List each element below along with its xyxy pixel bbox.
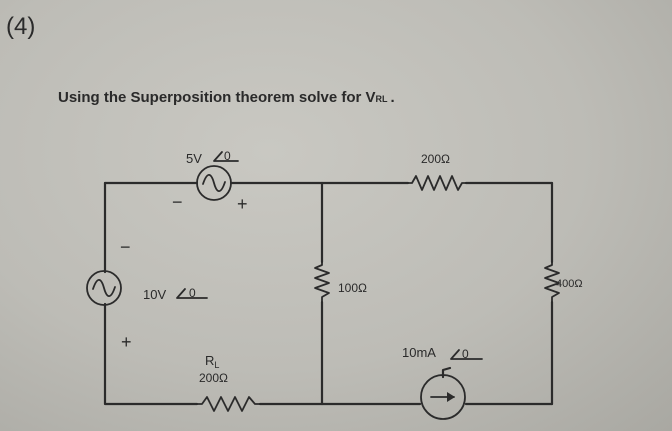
rl-subscript: L	[214, 360, 219, 370]
source-5v-angle: 0	[224, 149, 231, 163]
current-source-10ma: 10mA 0	[402, 345, 483, 420]
resistor-top-value: 200Ω	[421, 152, 450, 166]
ac-source-circle-5v	[196, 165, 232, 201]
source-10v-value: 10V	[143, 287, 166, 302]
source-10v-angle: 0	[189, 286, 196, 300]
resistor-mid-value: 100Ω	[338, 281, 367, 295]
resistor-right-value: 400Ω	[556, 278, 583, 290]
current-source-value: 10mA	[402, 345, 436, 360]
voltage-source-10v: 10V 0 − +	[86, 237, 208, 352]
question-text: Using the Superposition theorem solve fo…	[58, 89, 395, 106]
wire-left-lower	[103, 302, 199, 406]
resistor-rl-label: RL	[205, 353, 219, 370]
resistor-mid-100: 100Ω	[314, 261, 367, 303]
resistor-zigzag	[407, 175, 467, 191]
sine-icon	[92, 278, 116, 298]
rl-name: R	[205, 353, 214, 368]
current-source-circle	[420, 374, 466, 420]
resistor-zigzag	[314, 261, 330, 303]
sine-icon	[202, 173, 226, 193]
problem-number: (4)	[6, 13, 35, 40]
resistor-zigzag	[544, 261, 560, 303]
angle-symbol-10ma	[450, 349, 483, 360]
question-end: .	[391, 89, 395, 106]
question-main: Using the Superposition theorem solve fo…	[58, 89, 376, 106]
source-10v-plus: +	[121, 332, 132, 352]
resistor-rl-value: 200Ω	[199, 371, 228, 385]
current-source-angle: 0	[462, 347, 469, 361]
voltage-source-5v: 5V 0 − +	[172, 149, 248, 214]
resistor-rl-200: RL 200Ω	[196, 353, 261, 412]
angle-symbol-5v	[213, 151, 239, 162]
source-5v-value: 5V	[186, 151, 202, 166]
source-5v-plus: +	[237, 194, 248, 214]
source-5v-minus: −	[172, 192, 183, 212]
arrow-head-icon	[447, 392, 455, 402]
angle-symbol-10v	[176, 288, 208, 299]
resistor-right-400: 400Ω	[544, 261, 583, 303]
question-subscript: RL	[376, 94, 388, 104]
resistor-top-200: 200Ω	[407, 152, 467, 191]
source-10v-minus: −	[120, 237, 131, 257]
ac-source-circle-10v	[86, 270, 122, 306]
resistor-zigzag	[196, 396, 261, 412]
